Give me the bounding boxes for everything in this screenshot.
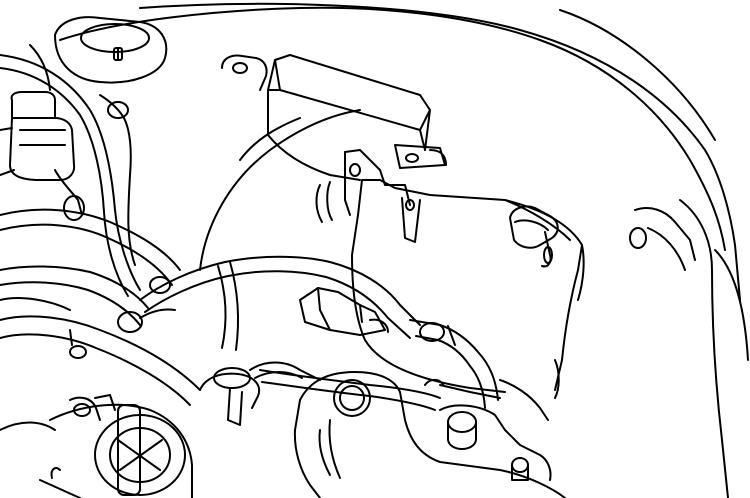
left-fittings (69, 276, 176, 359)
relay-box (221, 54, 447, 181)
engine-lower (199, 361, 321, 426)
strut-tower (29, 16, 168, 91)
alternator (0, 403, 193, 498)
washer-tank (351, 179, 585, 393)
washer-cap (509, 205, 559, 268)
valve-cover (293, 371, 566, 498)
lower-clamp (69, 394, 116, 421)
right-fender-edge (629, 199, 749, 498)
fender-outline (59, 2, 741, 301)
connector-block (299, 287, 389, 336)
bulkhead-curve (199, 109, 361, 271)
wiring-harness (0, 54, 201, 406)
brake-lines (259, 359, 560, 421)
bracket (315, 149, 411, 223)
right-fittings (424, 378, 552, 481)
brake-reservoir (0, 91, 85, 221)
